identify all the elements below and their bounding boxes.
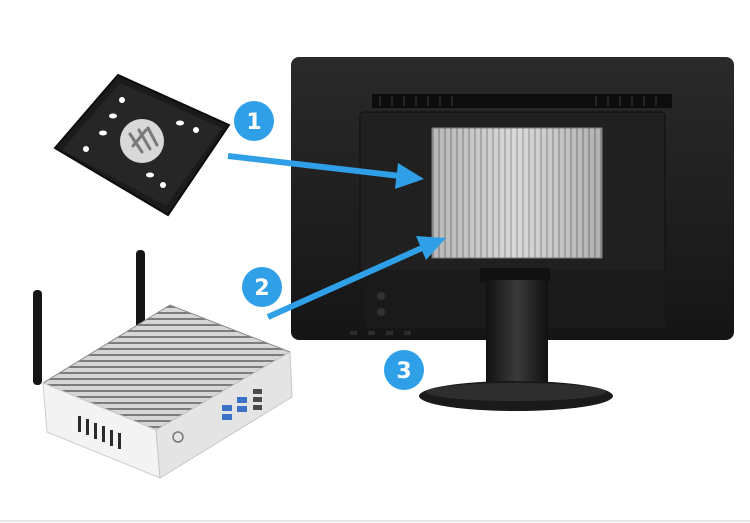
step-number-3: 3 [396, 359, 411, 384]
monitor-vents [372, 94, 672, 108]
vesa-plate-holes [83, 97, 199, 188]
antenna-left [33, 290, 42, 385]
monitor-stand [419, 268, 613, 411]
arrow-step-2 [266, 236, 446, 320]
vesa-mount-plate [53, 73, 231, 217]
step-number-2: 2 [254, 276, 269, 301]
mini-pc-vents [78, 416, 121, 449]
monitor-vent-lines [379, 96, 657, 106]
step-badge-2: 2 [242, 267, 282, 307]
antenna-right [136, 250, 145, 332]
step-number-1: 1 [246, 110, 261, 135]
screws-center [120, 119, 164, 163]
mounted-mini-pc [431, 127, 603, 259]
power-button-icon [172, 431, 184, 443]
usb-ports [222, 397, 247, 420]
step-badge-1: 1 [234, 101, 274, 141]
monitor-port [377, 292, 385, 300]
monitor-port [377, 308, 385, 316]
monitor-buttons [350, 331, 411, 335]
stand-hinge [480, 268, 550, 282]
screws [128, 126, 159, 154]
mini-pc [33, 250, 293, 479]
step-badge-3: 3 [384, 350, 424, 390]
stand-neck [486, 280, 548, 390]
usb-ports-black [253, 389, 262, 410]
arrow-step-1 [227, 153, 424, 189]
